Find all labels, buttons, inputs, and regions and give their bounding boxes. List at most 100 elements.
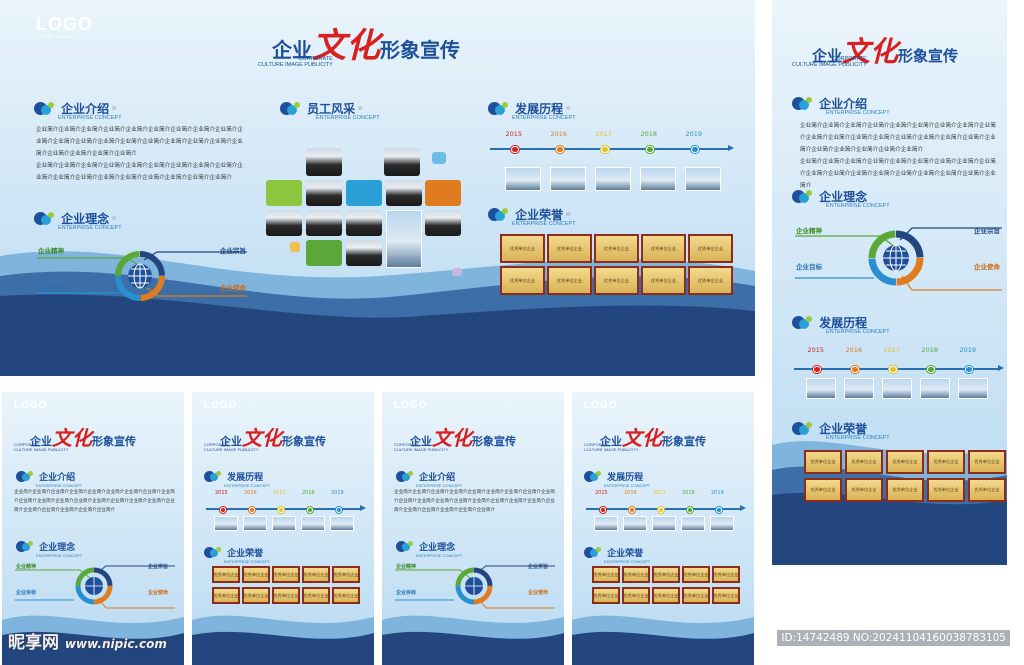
award-label: 优秀单位企业: [243, 568, 269, 581]
timeline-photo: [595, 167, 631, 191]
award-plaque: 优秀单位企业: [592, 566, 620, 583]
award-label: 优秀单位企业: [713, 568, 739, 581]
award-plaque: 优秀单位企业: [688, 234, 733, 263]
award-plaque: 优秀单位企业: [547, 234, 592, 263]
timeline-year: 2017: [595, 130, 613, 138]
timeline-arrow-icon: [360, 505, 366, 511]
timeline-photo: [243, 516, 267, 531]
chevron-icon: »: [565, 209, 572, 220]
dots-icon: [792, 315, 814, 330]
award-label: 优秀单位企业: [502, 268, 543, 293]
section-honor-heading: 企业荣誉 ENTERPRISE CONCEPT: [792, 418, 890, 441]
dots-icon: [34, 211, 56, 226]
award-plaque: 优秀单位企业: [500, 234, 545, 263]
section-intro-heading: 企业介绍» ENTERPRISE CONCEPT: [34, 98, 122, 121]
award-label: 优秀单位企业: [213, 589, 239, 602]
panel-wave: [2, 615, 184, 665]
timeline-photo: [640, 167, 676, 191]
award-plaque: 优秀单位企业: [886, 478, 924, 502]
timeline-photo: [681, 516, 705, 531]
award-plaque: 优秀单位企业: [886, 450, 924, 474]
award-plaque: 优秀单位企业: [242, 566, 270, 583]
label-purpose: 企业宗旨: [974, 227, 1000, 235]
label-spirit: 企业精神: [796, 227, 822, 235]
award-plaque: 优秀单位企业: [547, 266, 592, 295]
staff-photo: [346, 210, 382, 236]
label-mission: 企业使命: [528, 590, 549, 596]
award-plaque: 优秀单位企业: [652, 587, 680, 604]
timeline-year: 2017: [653, 490, 666, 496]
timeline-year: 2018: [682, 490, 695, 496]
dots-icon: [16, 470, 34, 483]
timeline-year: 2015: [595, 490, 608, 496]
timeline-dot: [601, 146, 609, 154]
page-title: 企业文化形象宣传: [220, 426, 326, 450]
award-label: 优秀单位企业: [273, 568, 299, 581]
staff-photo: [306, 148, 342, 176]
timeline-year: 2019: [711, 490, 724, 496]
award-label: 优秀单位企业: [333, 589, 359, 602]
timeline-photo: [330, 516, 354, 531]
page-title: 企业文化形象宣传: [812, 35, 959, 68]
timeline-year: 2015: [505, 130, 523, 138]
timeline-photo: [806, 378, 836, 399]
timeline-year: 2019: [331, 490, 344, 496]
section-intro-heading: 企业介绍 ENTERPRISE CONCEPT: [792, 93, 890, 116]
dots-icon: [396, 540, 414, 553]
building-photo: [386, 210, 422, 268]
award-plaque: 优秀单位企业: [682, 587, 710, 604]
label-spirit: 企业精神: [16, 564, 37, 570]
timeline-photo: [594, 516, 618, 531]
timeline-year: 2019: [685, 130, 703, 138]
staff-photo: [266, 210, 302, 236]
award-label: 优秀单位企业: [213, 568, 239, 581]
award-label: 优秀单位企业: [929, 480, 963, 500]
timeline-dot: [813, 366, 821, 374]
award-label: 优秀单位企业: [623, 589, 649, 602]
award-label: 优秀单位企业: [303, 589, 329, 602]
section-idea-heading: 企业理念 ENTERPRISE CONCEPT: [396, 536, 462, 558]
timeline-photo: [882, 378, 912, 399]
award-label: 优秀单位企业: [593, 568, 619, 581]
award-plaque: 优秀单位企业: [594, 266, 639, 295]
timeline-dot: [278, 506, 284, 513]
chevron-icon: »: [357, 103, 364, 114]
award-label: 优秀单位企业: [273, 589, 299, 602]
award-label: 优秀单位企业: [806, 452, 840, 472]
chevron-icon: »: [565, 103, 572, 114]
label-spirit: 企业精神: [396, 564, 417, 570]
award-label: 优秀单位企业: [683, 589, 709, 602]
dots-icon: [16, 540, 34, 553]
section-idea-heading: 企业理念 ENTERPRISE CONCEPT: [16, 536, 82, 558]
staff-photo: [425, 210, 461, 236]
timeline-line: [794, 368, 1000, 370]
staff-photo: [306, 210, 342, 236]
color-tile: [432, 152, 446, 164]
award-label: 优秀单位企业: [847, 480, 881, 500]
award-plaque: 优秀单位企业: [500, 266, 545, 295]
watermark-id: ID:14742489 NO:20241104160038783105: [777, 630, 1010, 646]
page-title: 企业文化形象宣传: [272, 26, 460, 66]
award-plaque: 优秀单位企业: [968, 478, 1006, 502]
section-honor-heading: 企业荣誉» ENTERPRISE CONCEPT: [488, 204, 576, 227]
section-history-heading: 发展历程 ENTERPRISE CONCEPT: [584, 466, 650, 488]
intro-text: 企业简介企业简介企业简介企业简介企业简介企业简介企业简介企业简介企业简介企业简介…: [800, 123, 996, 189]
timeline-dot: [658, 506, 664, 513]
award-label: 优秀单位企业: [888, 452, 922, 472]
logo: LOGO: [204, 400, 238, 411]
dots-icon: [488, 101, 510, 116]
award-label: 优秀单位企业: [970, 452, 1004, 472]
timeline-photo: [710, 516, 734, 531]
timeline-arrow-icon: [728, 145, 734, 151]
section-history-heading: 发展历程 ENTERPRISE CONCEPT: [792, 312, 890, 335]
intro-text: 企业简介企业简介企业简介企业简介企业简介企业简介企业简介企业简介企业简介企业简介…: [394, 490, 555, 513]
timeline-line: [490, 148, 730, 150]
dots-icon: [488, 207, 510, 222]
